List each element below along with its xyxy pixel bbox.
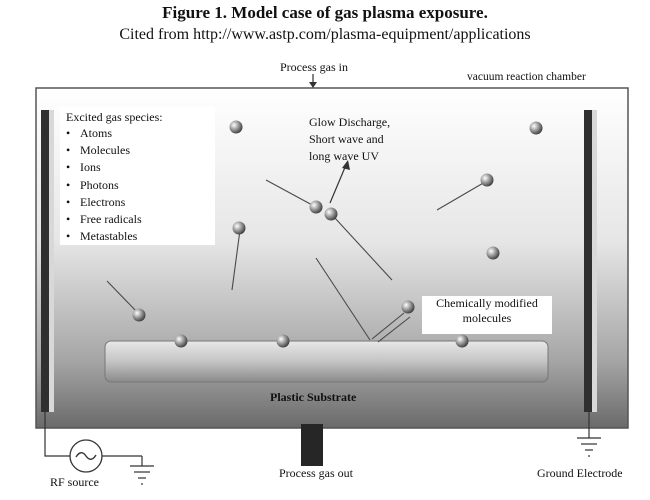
gas-in-arrow-icon [309,74,317,88]
chemically-modified-label: Chemically modified molecules [422,296,552,334]
species-item: Electrons [66,194,215,211]
ground-electrode-icon [577,412,601,457]
species-title: Excited gas species: [66,110,163,124]
particle [309,200,323,214]
chem-line: Chemically modified [436,296,538,310]
right-electrode [584,110,597,412]
plastic-substrate [104,340,549,383]
glow-line: Glow Discharge, [309,115,391,129]
particle [324,207,338,221]
particle [401,300,415,314]
substrate-label: Plastic Substrate [270,390,357,404]
species-item: Molecules [66,142,215,159]
process-gas-out-label: Process gas out [279,466,353,480]
glow-line: Short wave and [309,132,384,146]
particle [229,120,243,134]
left-electrode [41,110,54,412]
rf-circuit [44,412,143,466]
glow-line: long wave UV [309,149,379,163]
process-gas-in-label: Process gas in [280,60,348,74]
gas-particles [132,120,543,348]
particle [480,173,494,187]
particle-trails [106,179,486,343]
figure-citation: Cited from http://www.astp.com/plasma-eq… [119,26,531,43]
species-item: Metastables [66,228,215,245]
gas-out-port [301,424,323,466]
excited-species-legend: Excited gas species: Atoms Molecules Ion… [60,107,215,245]
particle [174,334,188,348]
ground-electrode-label: Ground Electrode [537,466,623,480]
rf-ground-icon [130,465,154,485]
species-list: Atoms Molecules Ions Photons Electrons F… [66,125,215,245]
species-item: Ions [66,159,215,176]
species-item: Atoms [66,125,215,142]
chamber-label: vacuum reaction chamber [467,71,586,83]
particle [529,121,543,135]
rf-source-icon [69,439,103,473]
rf-source-label: RF source [50,475,99,489]
chem-line: molecules [462,311,512,325]
particle [455,334,469,348]
figure-title: Figure 1. Model case of gas plasma expos… [162,3,488,22]
glow-discharge-label: Glow Discharge, Short wave and long wave… [309,114,390,165]
particle [232,221,246,235]
particle [132,308,146,322]
uv-arrow-icon [329,160,350,204]
particle [486,246,500,260]
species-item: Free radicals [66,211,215,228]
species-item: Photons [66,177,215,194]
particle [276,334,290,348]
